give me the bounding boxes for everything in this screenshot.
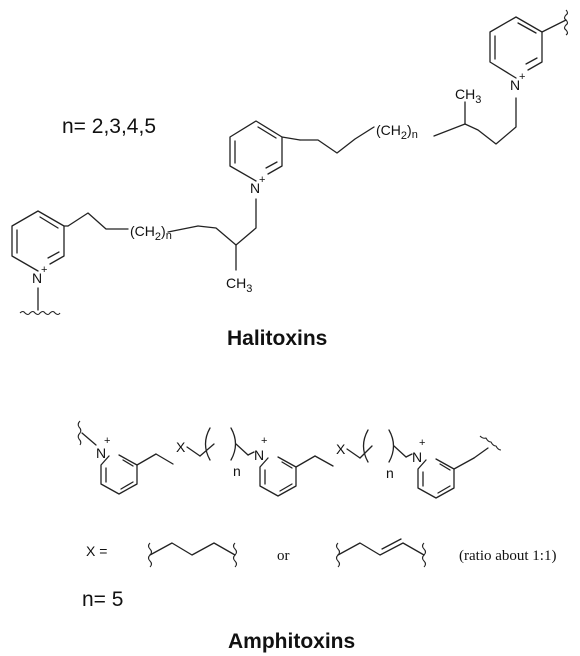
repeat-count-n: n xyxy=(386,465,394,481)
repeat-bracket-close xyxy=(388,429,395,463)
nitrogen-atom: N xyxy=(96,445,106,461)
positive-charge: + xyxy=(104,435,110,447)
x-linker: X xyxy=(336,441,346,457)
positive-charge: + xyxy=(519,71,525,83)
polymer-continuation-mark xyxy=(19,310,61,316)
pyridinium-ring-3: N + xyxy=(412,435,502,499)
nitrogen-atom: N xyxy=(254,447,264,463)
positive-charge: + xyxy=(41,264,47,276)
polymer-continuation-mark xyxy=(479,435,502,451)
repeat-bracket-open xyxy=(204,427,211,461)
ratio-note: (ratio about 1:1) xyxy=(459,548,556,564)
repeat-bracket-open xyxy=(362,429,369,463)
repeat-bracket-close xyxy=(230,427,237,461)
methylene-repeat-bottom: (CH2)n xyxy=(130,223,172,243)
lower-alkyl-chain: CH3 (CH2)n xyxy=(67,198,257,295)
or-label: or xyxy=(277,548,290,564)
positive-charge: + xyxy=(261,435,267,447)
repeat-count-n: n xyxy=(233,463,241,479)
polymer-continuation-mark xyxy=(77,420,82,446)
x-option-unsaturated xyxy=(335,538,427,568)
pyridinium-ring-middle: N + xyxy=(229,120,301,196)
nitrogen-atom: N xyxy=(250,180,260,196)
pyridinium-ring-bottom-left: N + xyxy=(11,210,69,316)
pyridinium-ring-2: N + xyxy=(254,435,334,497)
positive-charge: + xyxy=(259,174,265,186)
halitoxins-structure: n= 2,3,4,5 N + CH3 (CH2)n xyxy=(11,9,569,350)
methyl-label-bottom: CH3 xyxy=(226,275,252,295)
pyridinium-ring-1: N + xyxy=(96,435,174,495)
halitoxins-title: Halitoxins xyxy=(227,327,327,350)
polymer-continuation-mark xyxy=(563,9,569,36)
amphitoxins-n-value: n= 5 xyxy=(82,588,123,611)
amphitoxins-structure: N + X n N + X n xyxy=(77,420,556,653)
x-definition-label: X = xyxy=(86,543,107,559)
nitrogen-atom: N xyxy=(510,77,520,93)
top-alkyl-chain: CH3 (CH2)n xyxy=(299,86,517,154)
positive-charge: + xyxy=(419,437,425,449)
methylene-repeat-top: (CH2)n xyxy=(376,122,418,142)
pyridinium-ring-top-right: N + xyxy=(489,9,569,93)
nitrogen-atom: N xyxy=(412,449,422,465)
methyl-label-top: CH3 xyxy=(455,86,481,106)
x-linker: X xyxy=(176,439,186,455)
x-option-saturated xyxy=(147,542,238,568)
halitoxins-n-values: n= 2,3,4,5 xyxy=(62,115,156,138)
nitrogen-atom: N xyxy=(32,270,42,286)
amphitoxins-title: Amphitoxins xyxy=(228,630,355,653)
